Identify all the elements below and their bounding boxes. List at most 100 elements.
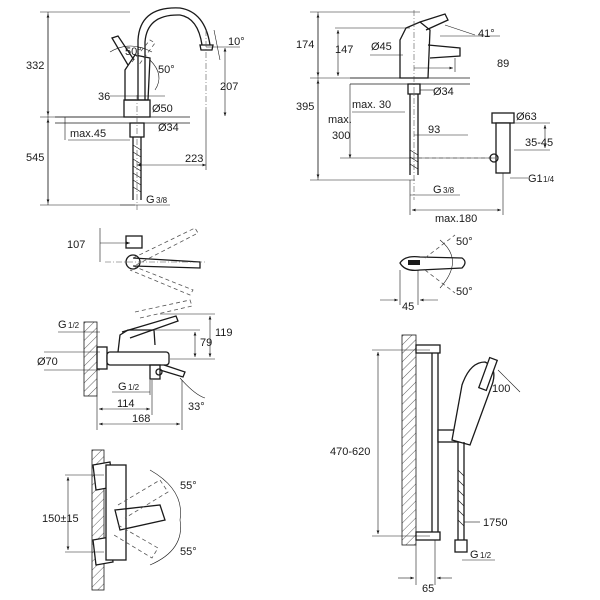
thread-g-label: G: [146, 194, 155, 206]
shower-set-drawing: 100 1750 G 1/2 470-620 65: [330, 334, 521, 595]
handle-lever-bath: [121, 315, 179, 339]
handle-swing-arc: [439, 239, 453, 289]
handle-swing-arc: [109, 45, 153, 53]
thread-frac-label: 3/8: [156, 196, 168, 205]
g-top-label: G: [58, 319, 67, 331]
dim-36-label: 36: [98, 91, 110, 103]
tilt-line: [213, 29, 221, 61]
handle-top-drawing: 50° 50° 45: [380, 234, 473, 313]
handle-body-bath: [117, 329, 156, 353]
w114-label: 114: [117, 398, 135, 410]
waste-body: [495, 122, 511, 174]
thread-g-small-label: G: [433, 184, 442, 196]
dist-150-label: 150±15: [42, 513, 79, 525]
h119-label: 119: [215, 327, 233, 339]
max300-a-label: max.: [328, 114, 352, 126]
dim-545-label: 545: [26, 152, 44, 164]
hose-nut: [454, 539, 468, 553]
handle-ghost-bath: [134, 299, 193, 319]
handle-ghost: [131, 39, 156, 67]
handle-arc-2: [149, 59, 160, 91]
spray-face: [477, 356, 499, 392]
h395-label: 395: [296, 101, 314, 113]
handle-lever: [111, 35, 135, 66]
bath-mixer-side-drawing: G 1/2 Ø70 119 79 G 1/2 33° 114 168: [37, 299, 233, 430]
shower-hose: [457, 442, 465, 540]
w65-label: 65: [422, 583, 434, 595]
a50-bot-label: 50°: [456, 286, 473, 298]
bath-mixer-front-drawing: 55° 55° 150±15: [42, 449, 197, 591]
w93-label: 93: [428, 124, 440, 136]
rail-470-620-label: 470-620: [330, 446, 370, 458]
max30-label: max. 30: [352, 99, 391, 111]
dia34-small-label: Ø34: [433, 86, 454, 98]
w45-label: 45: [402, 301, 414, 313]
diverter-knob: [155, 368, 163, 376]
diverter: [149, 364, 161, 380]
mixer-body-small: [399, 21, 431, 79]
spout-ghost-up: [132, 227, 199, 266]
thread-frac-small-label: 3/8: [443, 186, 455, 195]
angle-41-label: 41°: [478, 28, 495, 40]
flex-hose-small: [409, 94, 419, 175]
handle-ghost-down: [113, 524, 159, 559]
reach-223-label: 223: [185, 153, 203, 165]
hose-1750-label: 1750: [483, 517, 507, 529]
r35-45-label: 35-45: [525, 137, 553, 149]
w168-label: 168: [132, 413, 150, 425]
wall-section-shower: [401, 334, 417, 546]
flex-hose: [132, 137, 142, 200]
head-dim-line: [497, 369, 521, 393]
w89-label: 89: [497, 58, 509, 70]
dim-332-label: 332: [26, 60, 44, 72]
dia45-label: Ø45: [371, 41, 392, 53]
basin-mixer-small-drawing: 174 147 395 41° Ø45 89 max. 30 Ø34 max. …: [296, 10, 555, 225]
handle-lever-small: [419, 13, 449, 31]
g-bot-frac-label: 1/2: [128, 383, 140, 392]
spout-swivel-drawing: 107: [67, 227, 205, 296]
waste-flange: [491, 112, 515, 124]
dia-34-label: Ø34: [158, 122, 179, 134]
g1-label: G1: [528, 173, 543, 185]
angle-41-line: [444, 24, 476, 36]
rail-bracket-top: [415, 344, 441, 354]
max-45-label: max.45: [70, 128, 106, 140]
spout-outlet: [199, 44, 214, 51]
dim-207-label: 207: [220, 81, 238, 93]
handle-ghost-up: [117, 479, 169, 519]
a55-bot-label: 55°: [180, 546, 197, 558]
g1-frac-label: 1/4: [543, 175, 555, 184]
head-100-label: 100: [492, 383, 510, 395]
a33-label: 33°: [188, 401, 205, 413]
bath-spout: [159, 364, 186, 378]
hose-braid-small: [409, 149, 419, 170]
mixer-body-bath: [106, 351, 170, 366]
waste-pivot: [489, 153, 499, 163]
swivel-107-label: 107: [67, 239, 85, 251]
spout-ghost-down: [129, 265, 194, 296]
angle-50-a-label: 50°: [125, 46, 142, 58]
spout-plan: [132, 257, 201, 269]
h147-label: 147: [335, 44, 353, 56]
handle-indicator: [408, 260, 420, 265]
mixer-plan: [125, 235, 143, 249]
angle-50-b-label: 50°: [158, 64, 175, 76]
spout-small: [427, 44, 461, 59]
a55-top-label: 55°: [180, 480, 197, 492]
angle-arc-bottom: [149, 519, 181, 566]
wall-flange: [96, 346, 108, 370]
shower-rail: [431, 349, 439, 536]
handle-ghost-ccw: [424, 234, 456, 259]
wall-section: [83, 321, 98, 397]
spout-inner: [144, 14, 203, 100]
h79-label: 79: [200, 337, 212, 349]
dia-50-label: Ø50: [152, 103, 173, 115]
angle-arc-top: [149, 469, 181, 521]
max300-b-label: 300: [332, 130, 350, 142]
tilt-angle-label: 10°: [228, 36, 245, 48]
spout-outline: [137, 7, 211, 100]
nut-small: [407, 83, 421, 95]
basin-mixer-tall-drawing: 332 545 10° 207 50° 50° 36 Ø50 Ø34 max.4…: [26, 7, 245, 210]
g-bot-label: G: [118, 381, 127, 393]
